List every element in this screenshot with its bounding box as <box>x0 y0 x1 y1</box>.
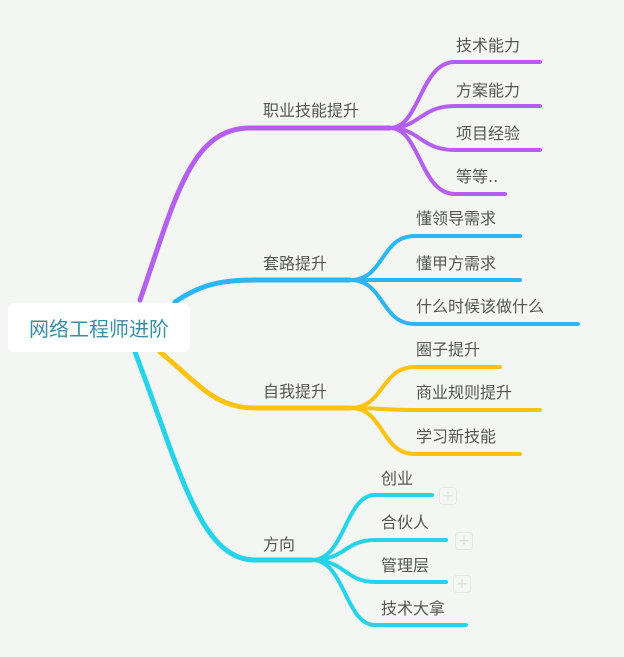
node-label[interactable]: 管理层 <box>381 556 430 575</box>
expand-plus-icon[interactable]: + <box>439 487 457 505</box>
branch-line-3 <box>157 349 353 411</box>
branch-line-2 <box>172 277 353 305</box>
branch-label-skills[interactable]: 职业技能提升 <box>263 101 360 120</box>
node-label[interactable]: 懂甲方需求 <box>416 254 497 273</box>
branch-line-1 <box>137 125 393 303</box>
node-label[interactable]: 技术能力 <box>456 36 521 55</box>
branch-label-direction[interactable]: 方向 <box>263 535 296 554</box>
branch-label-tactics[interactable]: 套路提升 <box>263 254 328 273</box>
child-lines-3 <box>348 365 542 456</box>
child-lines-1 <box>388 60 542 196</box>
expand-plus-icon[interactable]: + <box>453 575 471 593</box>
branch-line-4 <box>132 349 315 563</box>
branch-label-self[interactable]: 自我提升 <box>263 382 328 401</box>
node-label[interactable]: 学习新技能 <box>416 427 497 446</box>
root-node[interactable]: 网络工程师进阶 <box>8 303 190 352</box>
child-lines-4 <box>310 493 468 627</box>
node-label[interactable]: 创业 <box>381 469 414 488</box>
child-lines-2 <box>348 234 580 326</box>
expand-plus-icon[interactable]: + <box>455 532 473 550</box>
node-label[interactable]: 技术大拿 <box>381 599 446 618</box>
node-label[interactable]: 什么时候该做什么 <box>416 297 545 316</box>
node-label[interactable]: 项目经验 <box>456 124 521 143</box>
node-label[interactable]: 合伙人 <box>381 513 430 532</box>
node-label[interactable]: 商业规则提升 <box>416 383 513 402</box>
node-label[interactable]: 懂领导需求 <box>416 209 497 228</box>
node-label[interactable]: 等等.. <box>456 167 499 186</box>
node-label[interactable]: 圈子提升 <box>416 340 481 359</box>
node-label[interactable]: 方案能力 <box>456 81 521 100</box>
